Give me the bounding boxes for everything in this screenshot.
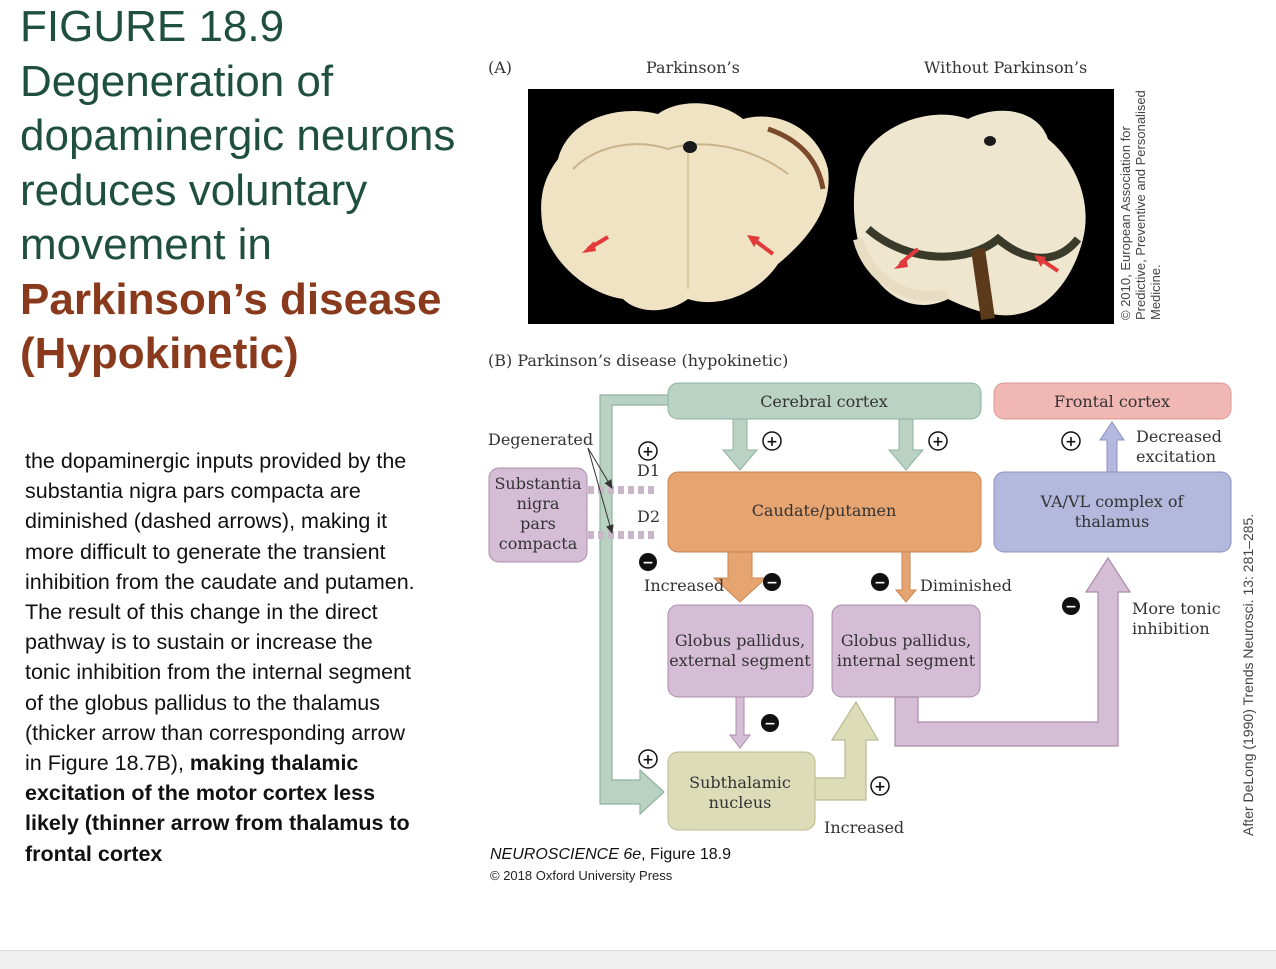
increased-label-1: Increased <box>644 576 724 595</box>
publisher-line-1: NEUROSCIENCE 6e, Figure 18.9 <box>490 846 731 864</box>
gpi-label-1: Globus pallidus, <box>841 631 971 650</box>
panel-a-right-caption: Without Parkinson’s <box>924 58 1088 77</box>
slide-body: the dopaminergic inputs provided by the … <box>25 446 420 869</box>
sn-label-3: pars <box>520 514 556 533</box>
degenerated-label: Degenerated <box>488 430 593 449</box>
plus-sign-stn-output: + <box>870 776 890 796</box>
svg-text:+: + <box>642 752 654 768</box>
svg-text:+: + <box>1065 434 1077 450</box>
cortex-to-caudate-arrow-left <box>721 417 759 471</box>
svg-text:−: − <box>766 575 778 591</box>
publisher-title: NEUROSCIENCE 6e <box>490 846 642 863</box>
gpe-to-stn-arrow <box>728 696 752 749</box>
cerebral-cortex-box <box>667 382 982 420</box>
title-main: Degeneration of dopaminergic neurons red… <box>20 56 456 270</box>
minus-sign-stn: − <box>761 714 779 732</box>
minus-sign-d2: − <box>639 553 657 571</box>
minus-sign-gpi: − <box>871 573 889 591</box>
plus-sign-stn-input: + <box>638 749 658 769</box>
brain-section-illustration <box>541 103 1086 320</box>
svg-text:−: − <box>642 555 654 571</box>
gpi-label-2: internal segment <box>837 651 976 670</box>
decreased-excitation-1: Decreased <box>1136 427 1222 446</box>
decreased-excitation-2: excitation <box>1136 447 1216 466</box>
more-tonic-1: More tonic <box>1132 599 1221 618</box>
caudate-to-gpi-arrow <box>894 551 918 603</box>
svg-text:−: − <box>874 575 886 591</box>
cortex-to-stn-pathway <box>599 394 673 816</box>
stn-label-1: Subthalamic <box>689 773 791 792</box>
minus-sign-thalamus: − <box>1062 597 1080 615</box>
caudate-to-gpe-arrow <box>712 551 768 603</box>
panel-a-label: (A) <box>488 58 513 77</box>
svg-text:+: + <box>766 434 778 450</box>
subthalamic-box <box>667 751 816 831</box>
gpe-label-1: Globus pallidus, <box>675 631 805 650</box>
body-bold: making thalamic excitation of the motor … <box>25 751 410 866</box>
thalamus-label-1: VA/VL complex of <box>1040 492 1185 511</box>
gpi-to-thalamus-arrow <box>894 556 1132 747</box>
cortex-to-caudate-arrow-right <box>887 417 925 471</box>
brain-section-photo <box>528 89 1114 324</box>
panel-b-label: (B) Parkinson’s disease (hypokinetic) <box>488 351 789 370</box>
sn-label-4: compacta <box>499 534 578 553</box>
d1-label: D1 <box>637 461 660 480</box>
caudate-putamen-box <box>667 471 982 553</box>
title-highlight: Parkinson’s disease (Hypokinetic) <box>20 274 442 379</box>
figure-number: FIGURE 18.9 <box>20 2 285 51</box>
frontal-cortex-label: Frontal cortex <box>1054 392 1170 411</box>
gpe-label-2: external segment <box>669 651 811 670</box>
thalamus-to-frontal-arrow <box>1099 421 1125 473</box>
diminished-label: Diminished <box>920 576 1012 595</box>
plus-sign-cortex-left: + <box>762 431 782 451</box>
sn-label-1: Substantia <box>494 474 582 493</box>
caudate-putamen-label: Caudate/putamen <box>752 501 897 520</box>
panel-a-left-caption: Parkinson’s <box>646 58 740 77</box>
increased-label-2: Increased <box>824 818 904 837</box>
sn-label-2: nigra <box>517 494 560 513</box>
window-bottom-bar <box>0 950 1276 969</box>
publisher-figure: , Figure 18.9 <box>641 846 731 863</box>
frontal-cortex-box <box>993 382 1232 420</box>
side-credit: After DeLong (1990) Trends Neurosci. 13:… <box>1240 513 1256 836</box>
normal-section <box>853 110 1086 320</box>
cerebral-cortex-label: Cerebral cortex <box>760 392 888 411</box>
publisher-line-2: © 2018 Oxford University Press <box>490 868 673 883</box>
substantia-nigra-box <box>488 467 588 563</box>
d2-label: D2 <box>637 507 660 526</box>
plus-sign-cortex-right: + <box>928 431 948 451</box>
plus-sign-d1: + <box>638 441 658 461</box>
svg-text:−: − <box>1065 599 1077 615</box>
more-tonic-2: inhibition <box>1132 619 1210 638</box>
svg-text:−: − <box>764 716 776 732</box>
stn-to-gpi-arrow <box>813 700 880 801</box>
thalamus-box <box>993 471 1232 553</box>
parkinsons-section <box>541 103 829 311</box>
svg-text:+: + <box>932 434 944 450</box>
thalamus-label-2: thalamus <box>1075 512 1150 531</box>
minus-sign-gpe: − <box>763 573 781 591</box>
body-plain: the dopaminergic inputs provided by the … <box>25 449 415 776</box>
stn-label-2: nucleus <box>709 793 772 812</box>
svg-text:+: + <box>642 444 654 460</box>
svg-text:+: + <box>874 779 886 795</box>
plus-sign-thalamus: + <box>1061 431 1081 451</box>
slide-title: FIGURE 18.9 Degeneration of dopaminergic… <box>20 0 470 382</box>
